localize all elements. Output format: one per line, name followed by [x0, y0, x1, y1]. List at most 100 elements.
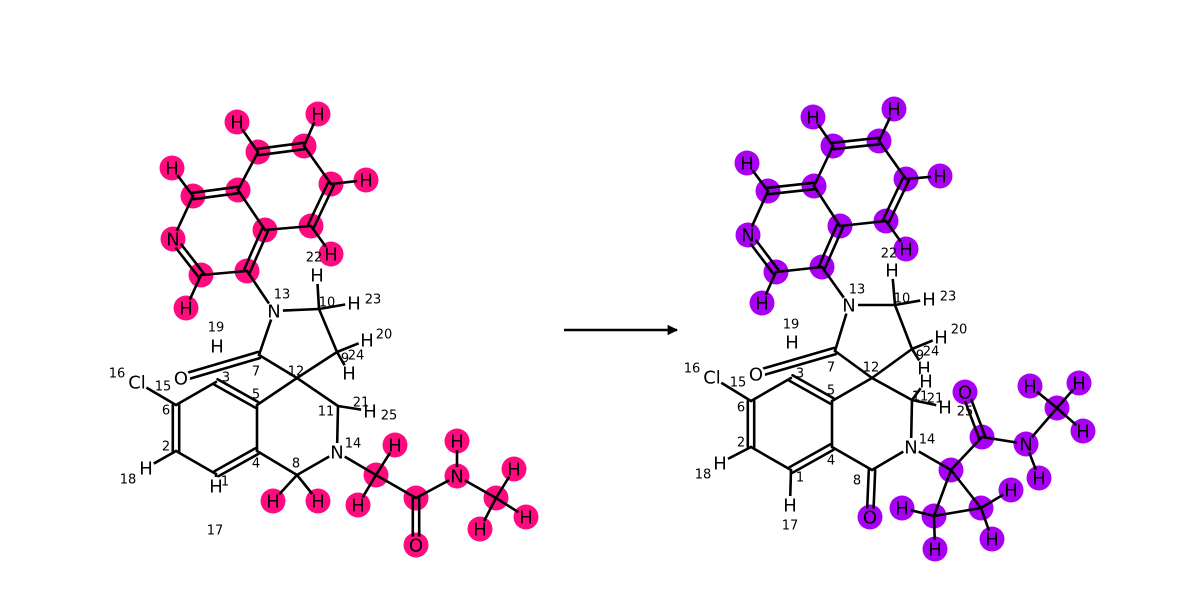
product-atom-label-bg: [753, 294, 771, 312]
reactant-atom-number: 18: [120, 473, 137, 488]
reactant-single-bond: [240, 128, 260, 154]
product-atom-label-bg: [885, 100, 903, 118]
reactant-atom-label: H: [519, 508, 533, 529]
product-atom-label: H: [928, 540, 942, 561]
product-single-bond: [749, 445, 793, 472]
product-single-bond: [838, 219, 888, 228]
product-atom-label-bg: [701, 366, 723, 388]
reactant-single-bond: [263, 224, 313, 232]
reactant-atom-label-bg: [264, 492, 282, 510]
product-double-bond: [831, 136, 880, 145]
reactant-atom-label-bg: [345, 294, 363, 312]
reactant-double-bond: [191, 185, 239, 195]
product-atom-label-bg: [917, 372, 935, 390]
product-atom-number: 11: [912, 390, 929, 405]
reactant-atom-label-bg: [265, 302, 283, 320]
reactant-atom-number: 15: [155, 380, 172, 395]
reactant-single-bond: [494, 496, 520, 514]
product-atom-label-bg: [1002, 481, 1020, 499]
reactant-atom-label: O: [409, 536, 423, 557]
reactant-atom-number: 12: [288, 365, 305, 380]
reactant-single-bond: [143, 385, 178, 407]
product-atom-label-bg: [804, 108, 822, 126]
product-atom-label-bg: [931, 167, 949, 185]
reactant-double-bond: [213, 446, 257, 473]
product-double-bond: [788, 442, 832, 469]
product-single-bond: [980, 435, 1019, 444]
reactant-single-bond: [295, 473, 314, 496]
product-double-bond: [754, 238, 780, 272]
reactant-double-bond: [248, 229, 270, 274]
reactant-atom-number: 24: [348, 349, 365, 364]
product-single-bond: [884, 219, 903, 243]
product-single-bond: [877, 115, 892, 143]
reactant-double-bond: [242, 227, 264, 272]
reactant-atom-label: H: [165, 159, 179, 180]
reactant-atom-label-bg: [361, 402, 379, 420]
reactant-single-bond: [277, 473, 299, 496]
product-atom-label-bg: [893, 499, 911, 517]
product-atom-label: N: [842, 296, 855, 317]
reactant-double-bond: [213, 383, 257, 410]
reactant-atom-label: Cl: [128, 373, 146, 394]
product-atom-label-bg: [739, 226, 757, 244]
reactant-atom-label-bg: [517, 508, 535, 526]
reactant-atom-number: 16: [109, 367, 126, 382]
product-single-bond: [909, 398, 914, 440]
product-single-bond: [932, 468, 953, 518]
reactant-atom-number: 25: [381, 409, 398, 424]
product-atom-label: H: [899, 240, 913, 261]
reactant-atom-label: H: [359, 171, 373, 192]
product-single-bond: [910, 347, 921, 362]
product-atom-label-bg: [1070, 374, 1088, 392]
reactant-atom-label-bg: [309, 105, 327, 123]
product-atom-label-bg: [861, 508, 879, 526]
product-single-bond: [749, 376, 793, 403]
product-atom-number: 10: [894, 292, 911, 307]
product-double-bond: [969, 397, 987, 438]
product-atom-number: 23: [940, 290, 957, 305]
product-double-bond: [788, 379, 832, 406]
product-atom-label: H: [985, 530, 999, 551]
reactant-atom-label-bg: [407, 536, 425, 554]
product-atom-number: 19: [783, 318, 800, 333]
reactant-single-bond: [281, 307, 321, 312]
product-atom-number: 18: [695, 468, 712, 483]
product-single-bond: [932, 506, 983, 518]
reactant-single-bond: [245, 269, 271, 305]
product-single-bond: [891, 277, 897, 307]
product-atom-label: H: [885, 261, 899, 282]
product-atom-label-bg: [1030, 469, 1048, 487]
reactant-atom-number: 14: [345, 437, 362, 452]
reactant-atom-label-bg: [208, 337, 226, 355]
product-atom-label: H: [806, 108, 820, 129]
reactant-single-bond: [176, 173, 195, 198]
reactant-single-bond: [295, 376, 340, 408]
product-double-bond: [817, 223, 839, 268]
reactant-atom-label: H: [179, 299, 193, 320]
reactant-atom-label: H: [507, 460, 521, 481]
product-atom-label: H: [1072, 374, 1086, 395]
product-atom-label: H: [1023, 377, 1037, 398]
product-single-bond: [870, 347, 914, 380]
reactant-atom-number: 5: [252, 388, 260, 403]
product-atom-label: H: [887, 100, 901, 121]
product-double-bond: [764, 352, 838, 376]
reactant-atom-label: N: [267, 302, 280, 323]
product-double-bond: [791, 373, 835, 400]
reactant-single-bond: [374, 473, 418, 500]
product-single-bond: [893, 299, 922, 307]
product-atom-label-bg: [956, 383, 974, 401]
reactant-single-bond: [335, 350, 346, 367]
product-single-bond: [718, 380, 753, 403]
reactant-single-bond: [343, 455, 378, 477]
product-atom-label-bg: [781, 496, 799, 514]
product-single-bond: [833, 312, 848, 353]
reactant-single-bond: [317, 303, 347, 311]
product-atom-label-bg: [1074, 422, 1092, 440]
product-atom-label: H: [933, 167, 947, 188]
reactant-atom-label: H: [311, 492, 325, 513]
